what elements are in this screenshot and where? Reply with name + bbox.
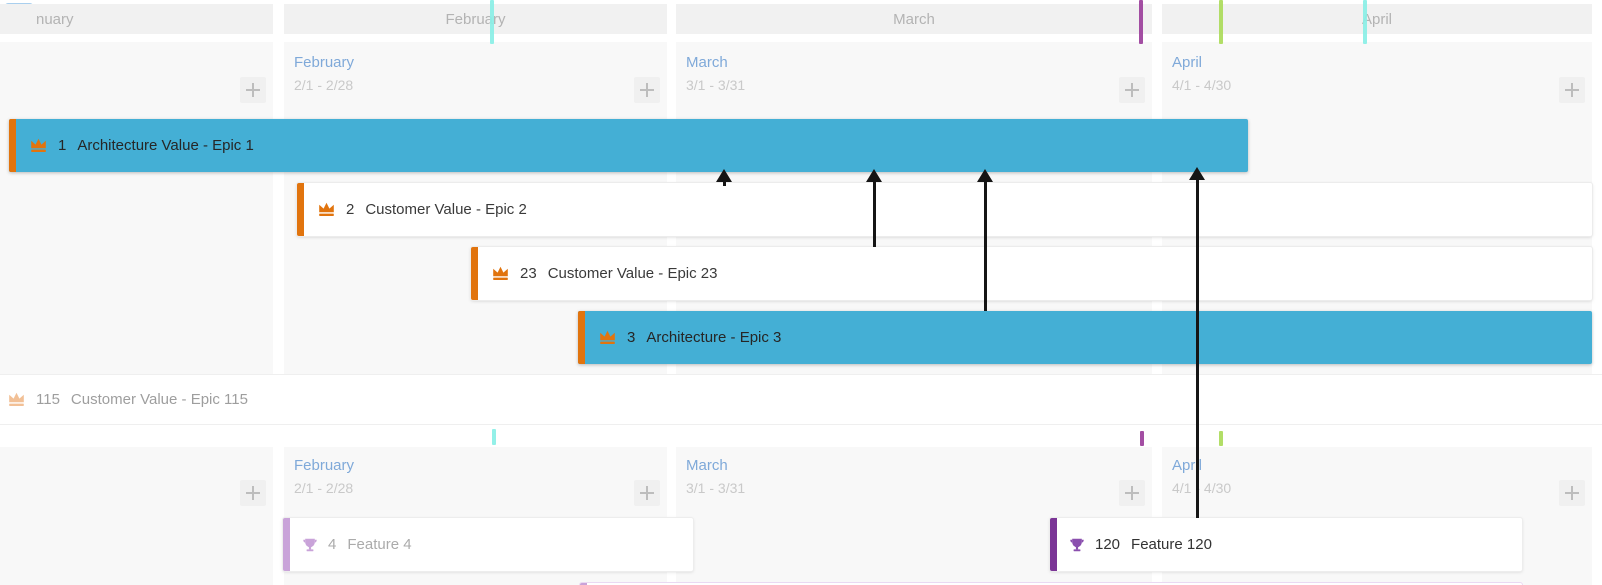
work-item-id: 115 — [36, 391, 60, 408]
month-band-segment: March — [676, 4, 1152, 34]
column-date-range: 4/1 - 4/30 — [1172, 480, 1232, 496]
column-date-range: 3/1 - 3/31 — [686, 77, 746, 93]
timeline-cell — [0, 42, 273, 374]
crown-icon — [8, 392, 25, 407]
add-item-button[interactable] — [1559, 77, 1585, 103]
month-band-label: March — [893, 10, 935, 28]
crown-icon — [600, 330, 615, 344]
epic-bar[interactable]: 3 Architecture - Epic 3 — [578, 311, 1592, 364]
epic-row-unscheduled[interactable]: 115 Customer Value - Epic 115 — [0, 375, 1602, 424]
feature-card[interactable]: 4 Feature 4 — [283, 518, 693, 571]
epic-accent-edge — [9, 119, 16, 172]
trophy-icon — [303, 538, 317, 551]
work-item-title: Architecture Value - Epic 1 — [77, 137, 254, 154]
add-item-button[interactable] — [240, 480, 266, 506]
milestone-marker — [1219, 0, 1223, 44]
work-item-id: 3 — [627, 329, 636, 346]
column-month-label: April — [1172, 457, 1203, 474]
milestone-marker — [1140, 431, 1144, 446]
feature-accent-edge — [1050, 518, 1057, 571]
column-header-label: March 3/1 - 3/31 — [686, 54, 745, 94]
feature-accent-edge — [580, 583, 587, 585]
add-item-button[interactable] — [634, 77, 660, 103]
month-band-segment: nuary — [0, 4, 273, 34]
month-band-label: April — [1361, 10, 1392, 28]
crown-icon — [599, 330, 616, 345]
month-band-label: nuary — [36, 10, 74, 28]
column-month-label: February — [294, 54, 355, 71]
crown-icon — [492, 266, 509, 281]
crown-icon — [30, 138, 47, 153]
column-header-label: April 4/1 - 4/30 — [1172, 54, 1231, 94]
trophy-icon — [303, 538, 317, 552]
work-item-id: 1 — [58, 137, 67, 154]
column-date-range: 2/1 - 2/28 — [294, 77, 354, 93]
column-header-label: February 2/1 - 2/28 — [294, 457, 354, 497]
epic-bar[interactable]: 2 Customer Value - Epic 2 — [297, 183, 1592, 236]
work-item-title: Customer Value - Epic 2 — [365, 201, 527, 218]
column-date-range: 2/1 - 2/28 — [294, 480, 354, 496]
crown-icon — [31, 138, 46, 152]
work-item-id: 2 — [346, 201, 355, 218]
work-item-title: Architecture - Epic 3 — [646, 329, 782, 346]
column-header-label: April 4/1 - 4/30 — [1172, 457, 1231, 497]
crown-icon — [318, 202, 335, 217]
column-header-label: February 2/1 - 2/28 — [294, 54, 354, 94]
feature-accent-edge — [283, 518, 290, 571]
work-item-id: 4 — [328, 536, 337, 553]
timeline-cell — [0, 447, 273, 585]
work-item-title: Customer Value - Epic 115 — [70, 391, 248, 408]
milestone-marker — [490, 0, 494, 44]
crown-icon — [9, 392, 24, 406]
work-item-id: 120 — [1095, 536, 1121, 553]
month-band-segment: April — [1162, 4, 1592, 34]
column-month-label: March — [686, 54, 728, 71]
epic-bar[interactable]: 1 Architecture Value - Epic 1 — [9, 119, 1248, 172]
column-month-label: April — [1172, 54, 1203, 71]
work-item-title: Customer Value - Epic 23 — [547, 265, 718, 282]
add-item-button[interactable] — [1119, 480, 1145, 506]
feature-card[interactable]: 120 Feature 120 — [1050, 518, 1522, 571]
work-item-id: 23 — [520, 265, 537, 282]
epic-bar[interactable]: 23 Customer Value - Epic 23 — [471, 247, 1592, 300]
trophy-icon — [1070, 538, 1084, 552]
add-item-button[interactable] — [1119, 77, 1145, 103]
column-month-label: February — [294, 457, 355, 474]
work-item-title: Feature 4 — [347, 536, 412, 553]
column-month-label: March — [686, 457, 728, 474]
epic-accent-edge — [471, 247, 478, 300]
feature-card-partial[interactable] — [580, 583, 1522, 585]
trophy-icon — [1070, 538, 1084, 551]
milestone-marker — [492, 429, 496, 445]
add-item-button[interactable] — [240, 77, 266, 103]
month-band-segment: February — [284, 4, 667, 34]
column-date-range: 4/1 - 4/30 — [1172, 77, 1232, 93]
column-header-label: March 3/1 - 3/31 — [686, 457, 745, 497]
milestone-marker — [1219, 431, 1223, 446]
add-item-button[interactable] — [1559, 480, 1585, 506]
add-item-button[interactable] — [634, 480, 660, 506]
milestone-marker — [1363, 0, 1367, 44]
crown-icon — [319, 202, 334, 216]
month-band-label: February — [445, 10, 506, 28]
crown-icon — [493, 266, 508, 280]
work-item-title: Feature 120 — [1131, 536, 1212, 553]
epic-accent-edge — [578, 311, 585, 364]
milestone-marker — [1139, 0, 1143, 44]
epic-accent-edge — [297, 183, 304, 236]
column-date-range: 3/1 - 3/31 — [686, 480, 746, 496]
